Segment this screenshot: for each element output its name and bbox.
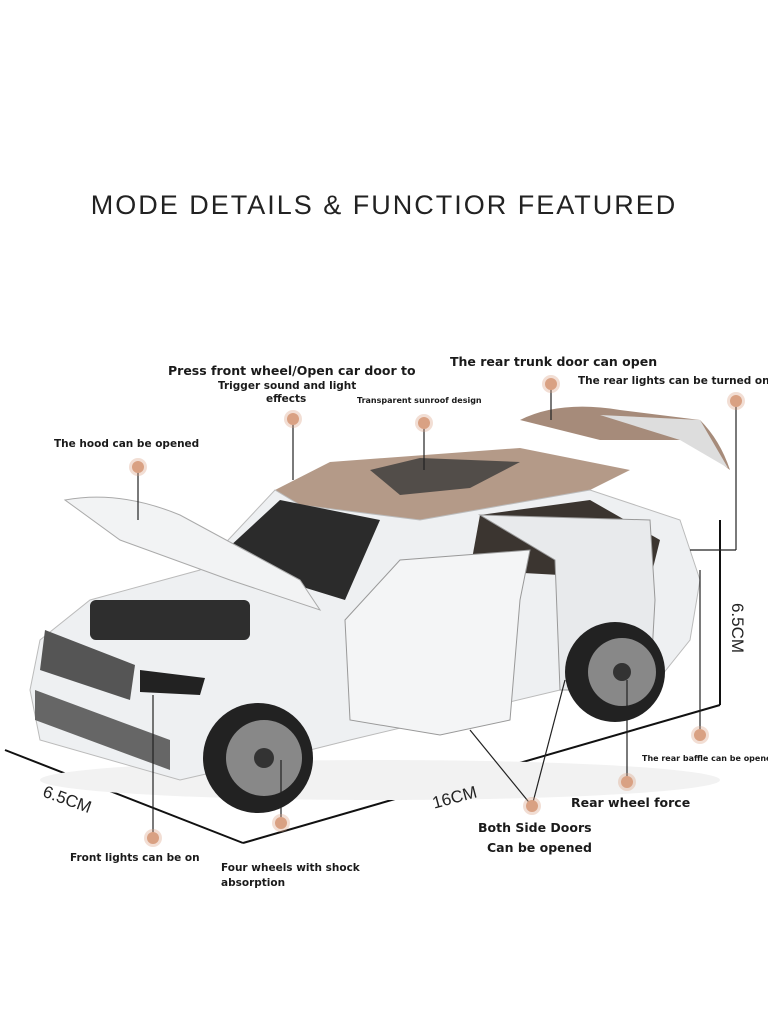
callout-trunk: The rear trunk door can open bbox=[450, 354, 658, 369]
callout-rear-wheel: Rear wheel force bbox=[571, 795, 691, 810]
callout-press-wheel: Press front wheel/Open car door to bbox=[168, 363, 416, 378]
callout-sunroof: Transparent sunroof design bbox=[357, 396, 482, 405]
callout-rear-lights: The rear lights can be turned on bbox=[578, 375, 768, 387]
callout-wheels-1: Four wheels with shock bbox=[221, 862, 360, 874]
callout-trigger: Trigger sound and light bbox=[218, 380, 357, 392]
callout-front-lights: Front lights can be on bbox=[70, 852, 200, 864]
callout-rear-baffle: The rear baffle can be opened bbox=[642, 754, 768, 763]
front-wheel bbox=[203, 703, 313, 813]
callout-wheels-2: absorption bbox=[221, 877, 286, 889]
dimension-height: 6.5CM bbox=[728, 602, 748, 654]
rear-wheel bbox=[565, 622, 665, 722]
callout-dots bbox=[129, 375, 745, 847]
callout-effects: effects bbox=[266, 393, 307, 405]
callout-doors-1: Both Side Doors bbox=[478, 820, 592, 835]
car-model bbox=[29, 406, 730, 813]
callout-hood: The hood can be opened bbox=[54, 438, 200, 450]
page-title: MODE DETAILS & FUNCTIOR FEATURED bbox=[90, 190, 678, 220]
callout-doors-2: Can be opened bbox=[487, 840, 592, 855]
